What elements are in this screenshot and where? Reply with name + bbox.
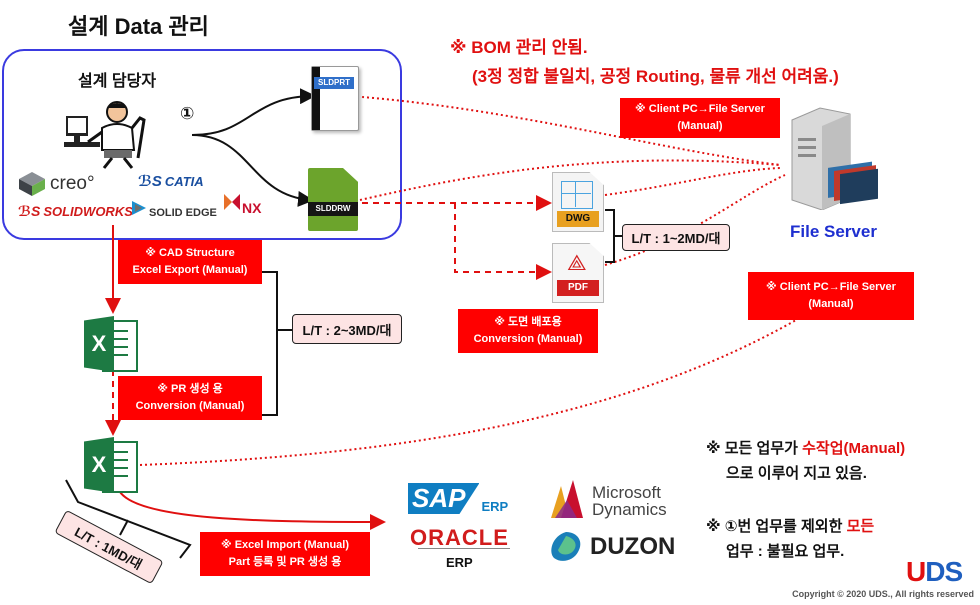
curve-excel-erp <box>119 491 386 530</box>
bracket-lt1 <box>65 479 192 559</box>
label-line: ※ CAD Structure <box>145 247 235 259</box>
file-server-icon <box>791 107 878 210</box>
ds-mark-icon: ℬS <box>138 173 162 190</box>
label-line: (Manual) <box>677 120 723 132</box>
excel-icon-1: X <box>84 316 138 372</box>
designer-group <box>2 49 402 240</box>
microsoft-line: Microsoft <box>592 483 661 502</box>
nx-logo: NX <box>224 194 261 216</box>
label-client-pc-top: ※ Client PC→File Server (Manual) <box>620 98 780 138</box>
sldprt-tag: SLDPRT <box>314 77 354 89</box>
bracket-lt12 <box>605 209 622 263</box>
slddrw-tag: SLDDRW <box>308 202 358 216</box>
label-cad-structure: ※ CAD Structure Excel Export (Manual) <box>118 240 262 284</box>
note-text: ※ 모든 업무가 <box>706 440 803 457</box>
lead-time-2-3: L/T : 2~3MD/대 <box>292 314 402 344</box>
label-line: ※ 도면 배포용 <box>494 316 562 328</box>
microsoft-dynamics-text: Microsoft Dynamics <box>592 484 667 518</box>
solid-edge-text: SOLID EDGE <box>149 207 217 219</box>
headline-line2: (3정 정합 불일치, 공정 Routing, 물류 개선 어려움.) <box>472 67 839 86</box>
page-title: 설계 Data 관리 <box>68 14 209 39</box>
sldprt-file-icon: SLDPRT <box>311 66 359 131</box>
designer-label: 설계 담당자 <box>78 73 157 90</box>
catia-text: CATIA <box>164 173 204 189</box>
solid-edge-icon <box>132 201 146 215</box>
solidworks-logo: ℬS SOLIDWORKS <box>18 203 133 220</box>
label-line: Excel Export (Manual) <box>132 264 248 276</box>
solidworks-text: SOLIDWORKS <box>43 204 133 219</box>
dashed-branch-pdf <box>454 203 552 280</box>
note-text: ※ ①번 업무를 제외한 <box>706 518 847 535</box>
creo-text: creo° <box>50 173 95 194</box>
note-2: ※ ①번 업무를 제외한 모든 업무 : 불필요 업무. <box>706 515 874 561</box>
label-line: (Manual) <box>808 298 854 310</box>
ds-mark-icon: ℬS <box>18 203 41 219</box>
nx-icon <box>224 194 240 210</box>
label-drawing-dist: ※ 도면 배포용 Conversion (Manual) <box>458 309 598 353</box>
label-pr-create: ※ PR 생성 용 Conversion (Manual) <box>118 376 262 420</box>
note-1: ※ 모든 업무가 수작업(Manual) 으로 이루어 지고 있음. <box>706 437 905 483</box>
slddrw-file-icon: SLDDRW <box>308 168 358 231</box>
catia-logo: ℬS CATIA <box>138 172 204 190</box>
pdf-acrobat-icon: ⟁ <box>567 250 587 275</box>
headline-line1: ※ BOM 관리 안됨. <box>450 38 588 57</box>
pdf-file-icon: ⟁ PDF <box>552 243 604 303</box>
dwg-file-icon: DWG <box>552 172 604 232</box>
note-text: 업무 : 불필요 업무. <box>726 543 845 560</box>
dwg-grid <box>561 181 593 209</box>
label-excel-import: ※ Excel Import (Manual) Part 등록 및 PR 생성 … <box>200 532 370 576</box>
note-text: 으로 이루어 지고 있음. <box>726 465 867 482</box>
microsoft-dynamics-logo <box>547 478 589 525</box>
pdf-tag: PDF <box>557 280 599 296</box>
lead-time-1-2: L/T : 1~2MD/대 <box>622 224 730 251</box>
label-line: ※ Excel Import (Manual) <box>220 539 350 551</box>
creo-logo: creo° <box>18 171 95 197</box>
curve-to-slddrw <box>191 134 314 207</box>
dwg-tag: DWG <box>557 211 599 227</box>
dotted-slddrw-server <box>359 159 781 201</box>
nx-text: NX <box>242 200 262 216</box>
label-line: Conversion (Manual) <box>473 333 583 345</box>
file-server-label: File Server <box>790 222 877 241</box>
duzon-icon <box>551 532 581 561</box>
bracket-lt23 <box>262 271 292 416</box>
label-line: ※ Client PC→File Server <box>766 281 896 293</box>
sap-erp-text: ERP <box>481 499 509 514</box>
excel-icon-2: X <box>84 437 138 493</box>
oracle-erp-text: ERP <box>446 555 473 570</box>
label-line: Part 등록 및 PR 생성 용 <box>228 556 342 568</box>
step-number: ① <box>180 104 195 123</box>
dotted-excel-server <box>139 289 846 466</box>
note-highlight: 모든 <box>846 518 875 535</box>
creo-cube-icon <box>19 172 45 196</box>
sap-erp-logo: SAP ERP <box>408 483 508 514</box>
solid-edge-logo: SOLID EDGE <box>132 197 217 219</box>
label-client-pc-mid: ※ Client PC→File Server (Manual) <box>748 272 914 320</box>
oracle-divider <box>418 548 510 549</box>
label-line: ※ Client PC→File Server <box>635 103 765 115</box>
label-line: Conversion (Manual) <box>135 400 245 412</box>
label-line: ※ PR 생성 용 <box>157 383 223 395</box>
oracle-text: ORACLE <box>410 525 509 550</box>
designer-at-computer-icon <box>64 101 146 169</box>
dotted-sldprt-server <box>361 96 781 166</box>
dotted-pdf-server <box>604 174 786 266</box>
dotted-dwg-server <box>604 167 781 196</box>
duzon-logo: DUZON <box>548 530 675 564</box>
dynamics-line: Dynamics <box>592 500 667 519</box>
duzon-text: DUZON <box>590 533 676 560</box>
copyright: Copyright © 2020 UDS., All rights reserv… <box>792 589 974 599</box>
curve-to-sldprt <box>191 88 316 136</box>
dynamics-icon <box>551 480 583 518</box>
uds-logo: UDS <box>906 556 963 587</box>
note-highlight: 수작업(Manual) <box>802 440 906 457</box>
sap-text: SAP <box>408 483 480 514</box>
